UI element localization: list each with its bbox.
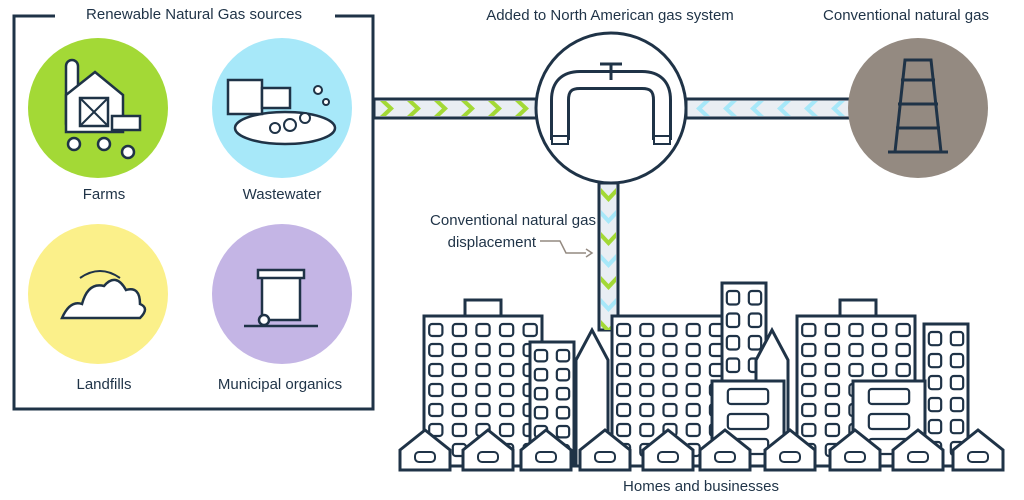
distribution-pipe: [597, 181, 620, 332]
rng-flow-chevron: [488, 101, 502, 116]
rng-flow-chevron: [515, 101, 529, 116]
house: [641, 428, 695, 472]
house: [828, 428, 882, 472]
distribution-flow-chevron: [601, 210, 616, 224]
displacement-label: Conventional natural gas displacement: [384, 210, 596, 254]
homes-businesses-label: Homes and businesses: [623, 478, 779, 495]
conventional-flow-chevron: [777, 101, 791, 116]
sources-box-title: Renewable Natural Gas sources: [86, 6, 302, 23]
rng-flow-chevron: [461, 101, 475, 116]
distribution-flow-chevron: [601, 188, 616, 202]
distribution-flow-chevron: [601, 276, 616, 290]
conventional-pipe: [684, 97, 852, 120]
gas-tap-icon: [534, 31, 688, 185]
conventional-flow-chevron: [696, 101, 710, 116]
house: [578, 428, 632, 472]
displacement-label-line1: Conventional natural gas: [430, 212, 596, 229]
conventional-gas-label: Conventional natural gas: [823, 7, 989, 24]
conventional-flow-chevron: [831, 101, 845, 116]
displacement-label-line2: displacement: [447, 234, 536, 251]
city-skyline: [398, 281, 1005, 472]
conventional-flow-chevron: [804, 101, 818, 116]
wastewater-label: Wastewater: [242, 186, 322, 203]
oil-derrick-icon: [848, 38, 988, 178]
landfills-label: Landfills: [76, 376, 132, 393]
conventional-flow-chevron: [723, 101, 737, 116]
house: [398, 428, 452, 472]
distribution-flow-chevron: [601, 298, 616, 312]
farms-label: Farms: [82, 186, 126, 203]
farms-icon: [28, 38, 168, 178]
house: [891, 428, 945, 472]
rng-flow-chevron: [407, 101, 421, 116]
house: [698, 428, 752, 472]
wastewater-icon: [212, 38, 352, 178]
house: [519, 428, 573, 472]
rng-flow-chevron: [434, 101, 448, 116]
house: [461, 428, 515, 472]
distribution-flow-chevron: [601, 254, 616, 268]
rng-flow-chevron: [380, 101, 394, 116]
gas-system-label: Added to North American gas system: [486, 7, 734, 24]
rng-pipe: [372, 97, 539, 120]
distribution-flow-chevron: [601, 232, 616, 246]
landfills-icon: [28, 224, 168, 364]
conventional-flow-chevron: [750, 101, 764, 116]
municipal-organics-icon: [212, 224, 352, 364]
house: [763, 428, 817, 472]
house: [951, 428, 1005, 472]
municipal-organics-label: Municipal organics: [217, 376, 343, 393]
